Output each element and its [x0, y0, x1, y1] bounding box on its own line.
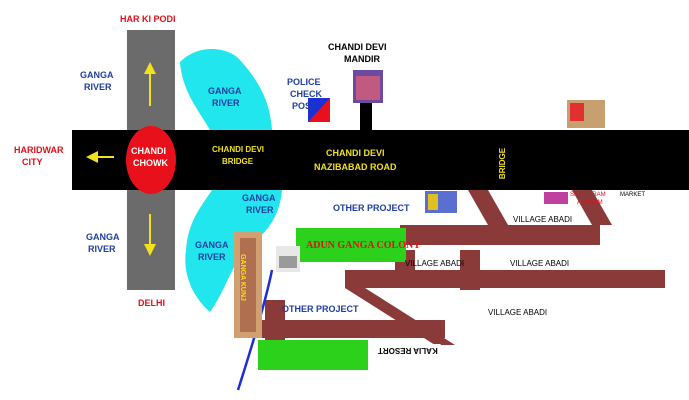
ganga-river-s-label-1: GANGA [242, 193, 276, 203]
chandi-chowk-circle [126, 126, 176, 194]
ganga-river-nw-label-1: GANGA [80, 70, 114, 80]
ganga-river-nw-label-2: RIVER [84, 82, 112, 92]
ganga-river-north [180, 48, 272, 130]
delhi-label: DELHI [138, 298, 165, 308]
police-label-3: POST [292, 101, 317, 111]
other-project-label-1: OTHER PROJECT [333, 203, 410, 213]
adun-ganga-colony-area [296, 228, 406, 262]
colony-block [258, 340, 368, 370]
haridwar-city-label-1: HARIDWAR [14, 145, 64, 155]
village-abadi-label-4: VILLAGE ABADI [488, 308, 548, 317]
village-abadi-label-3: VILLAGE ABADI [510, 259, 570, 268]
direction-arrows [86, 62, 156, 256]
police-label-1: POLICE [287, 77, 321, 87]
ganga-river-sw-label-1: GANGA [86, 232, 120, 242]
chandi-chowk-label-1: CHANDI [131, 146, 166, 156]
road-label-2: NAZIBABAD ROAD [314, 162, 397, 172]
shree-ram-ashram-photo [544, 192, 568, 204]
adun-ganga-colony-label: ADUN GANGA COLONY [306, 240, 421, 251]
village-abadi-label-2: VILLAGE ABADI [405, 259, 465, 268]
haridwar-city-label-2: CITY [22, 157, 43, 167]
market-label: MARKET [620, 192, 646, 198]
other-project-label-2: OTHER PROJECT [282, 304, 359, 314]
ganga-river-sw2-label-1: GANGA [195, 240, 229, 250]
shree-ram-label-2: ASHRAM [577, 200, 603, 206]
kalia-resort-label: KALIA RESORT [375, 344, 441, 357]
village-abadi-label-1: VILLAGE ABADI [513, 215, 573, 224]
mandir-label-2: MANDIR [344, 54, 380, 64]
bridge-label: BRIDGE [498, 147, 508, 180]
shree-ram-label-1: SHREE RAM [570, 192, 606, 198]
har-ki-podi-label: HAR KI PODI [120, 14, 176, 24]
ganga-river-sw-label-2: RIVER [88, 244, 116, 254]
ganga-river-n-label-1: GANGA [208, 86, 242, 96]
ganga-river-n-label-2: RIVER [212, 98, 240, 108]
mandir-label-1: CHANDI DEVI [328, 42, 387, 52]
police-label-2: CHECK [290, 89, 323, 99]
road-label-1: CHANDI DEVI [326, 148, 385, 158]
village-lanes [255, 190, 665, 360]
ganga-river-s-label-2: RIVER [246, 205, 274, 215]
chandi-devi-bridge-label-1: CHANDI DEVI [212, 145, 265, 154]
chandi-chowk-label-2: CHOWK [133, 158, 168, 168]
chandi-devi-bridge-label-2: BRIDGE [222, 157, 254, 166]
ganga-river-sw2-label-2: RIVER [198, 252, 226, 262]
ganga-river-south [185, 190, 282, 312]
ganga-kunj-label: GANGA KUNJ [238, 254, 246, 301]
road-connector [360, 100, 372, 130]
